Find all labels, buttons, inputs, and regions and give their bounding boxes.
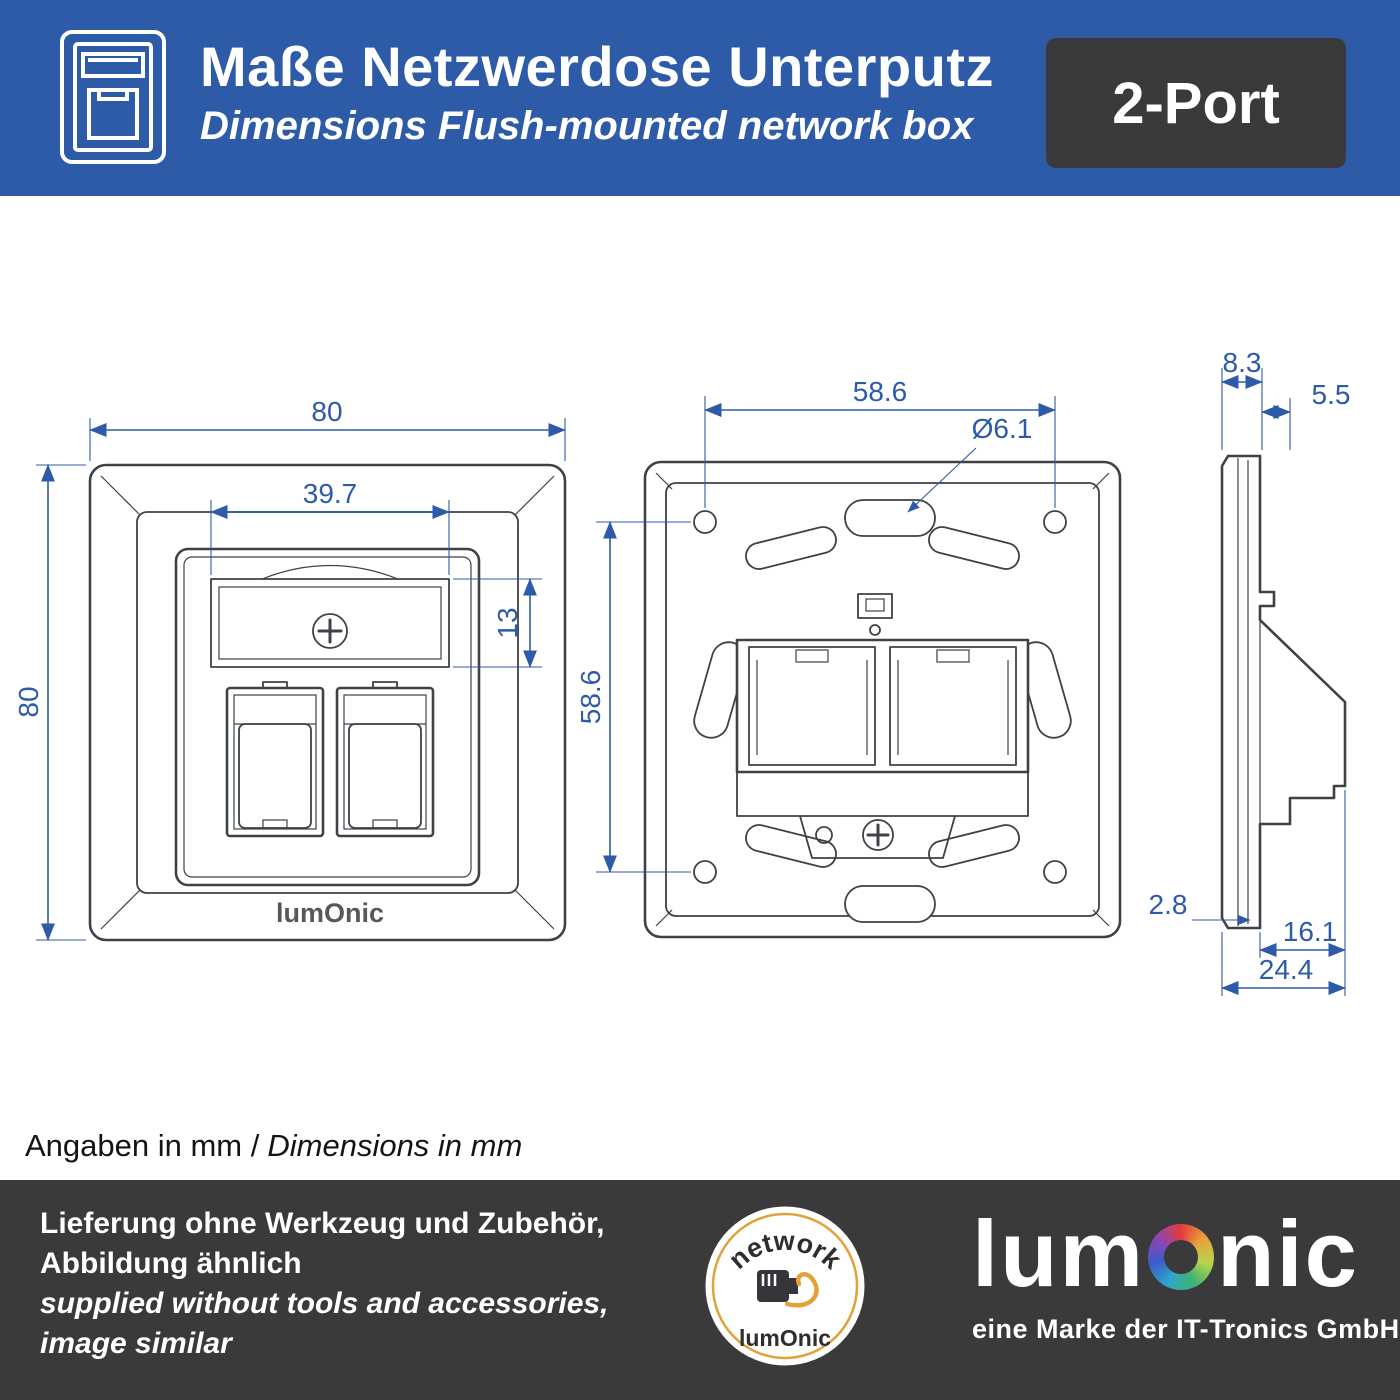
side-view-dimensions: 8.3 5.5 2.8 16.1 24.4: [1149, 347, 1351, 996]
mounting-slot-top: [844, 499, 936, 537]
units-note-de: Angaben in mm /: [25, 1128, 260, 1163]
network-badge: network lumOnic: [702, 1203, 868, 1369]
screw-hole: [693, 510, 717, 534]
back-screw: [862, 819, 894, 851]
dim-side-housing-depth: 16.1: [1283, 916, 1338, 947]
side-profile: [1220, 454, 1347, 930]
dim-back-height: 58.6: [575, 670, 606, 725]
front-rj45-port-right: [335, 681, 435, 838]
dim-label-height: 13: [492, 607, 523, 638]
claw-slot: [928, 526, 1020, 570]
dim-hole-diameter: Ø6.1: [972, 413, 1033, 444]
network-socket-icon: [60, 30, 166, 164]
dim-front-height: 80: [13, 686, 44, 717]
brand-tagline: eine Marke der IT-Tronics GmbH: [972, 1314, 1400, 1344]
front-rj45-port-left: [225, 681, 325, 838]
back-jack-module: [735, 638, 1030, 859]
badge-brand-text: lumOnic: [739, 1325, 831, 1351]
rj45-connector-icon: [757, 1270, 819, 1308]
logo-o-ring-icon: [1148, 1224, 1215, 1290]
dim-back-width: 58.6: [853, 376, 908, 407]
footer-line-en-1: supplied without tools and accessories,: [40, 1287, 609, 1320]
screw-hole: [693, 860, 717, 884]
header-banner: Maße Netzwerdose Unterputz Dimensions Fl…: [0, 0, 1400, 196]
screw-hole: [1043, 510, 1067, 534]
front-view: lumOnic: [88, 463, 567, 942]
footer-line-en-2: image similar: [40, 1327, 232, 1360]
footer: Lieferung ohne Werkzeug und Zubehör, Abb…: [0, 1180, 1400, 1400]
front-brand-text: lumOnic: [276, 898, 384, 928]
footer-line-de-2: Abbildung ähnlich: [40, 1247, 302, 1280]
footer-line-de-1: Lieferung ohne Werkzeug und Zubehör,: [40, 1207, 605, 1240]
dim-side-frame-depth: 8.3: [1223, 347, 1262, 378]
front-view-dimensions: 80 80 39.7 13: [13, 396, 566, 941]
page-title: Maße Netzwerdose Unterputz: [200, 35, 994, 98]
footer-disclaimer: Lieferung ohne Werkzeug und Zubehör, Abb…: [40, 1204, 608, 1364]
dim-side-lip: 2.8: [1149, 889, 1188, 920]
logo-text-pre: lum: [972, 1201, 1146, 1306]
screw-hole: [1043, 860, 1067, 884]
back-view: [643, 460, 1122, 939]
dim-front-width: 80: [311, 396, 342, 427]
logo-text-post: nic: [1217, 1201, 1359, 1306]
back-view-dimensions: 58.6 Ø6.1 58.6: [575, 376, 1056, 873]
side-view: [1220, 454, 1347, 930]
dim-side-front-depth: 5.5: [1312, 379, 1351, 410]
units-note-en: Dimensions in mm: [267, 1128, 523, 1163]
mounting-slot-bottom: [844, 885, 936, 923]
claw-slot: [745, 526, 837, 570]
units-note: Angaben in mm /Dimensions in mm: [25, 1128, 522, 1164]
front-screw: [312, 613, 348, 649]
page-subtitle: Dimensions Flush-mounted network box: [200, 104, 974, 148]
dim-side-total-depth: 24.4: [1259, 954, 1314, 985]
port-count-badge: 2-Port: [1046, 38, 1346, 168]
dim-label-width: 39.7: [303, 478, 358, 509]
front-label-window: [210, 578, 450, 668]
